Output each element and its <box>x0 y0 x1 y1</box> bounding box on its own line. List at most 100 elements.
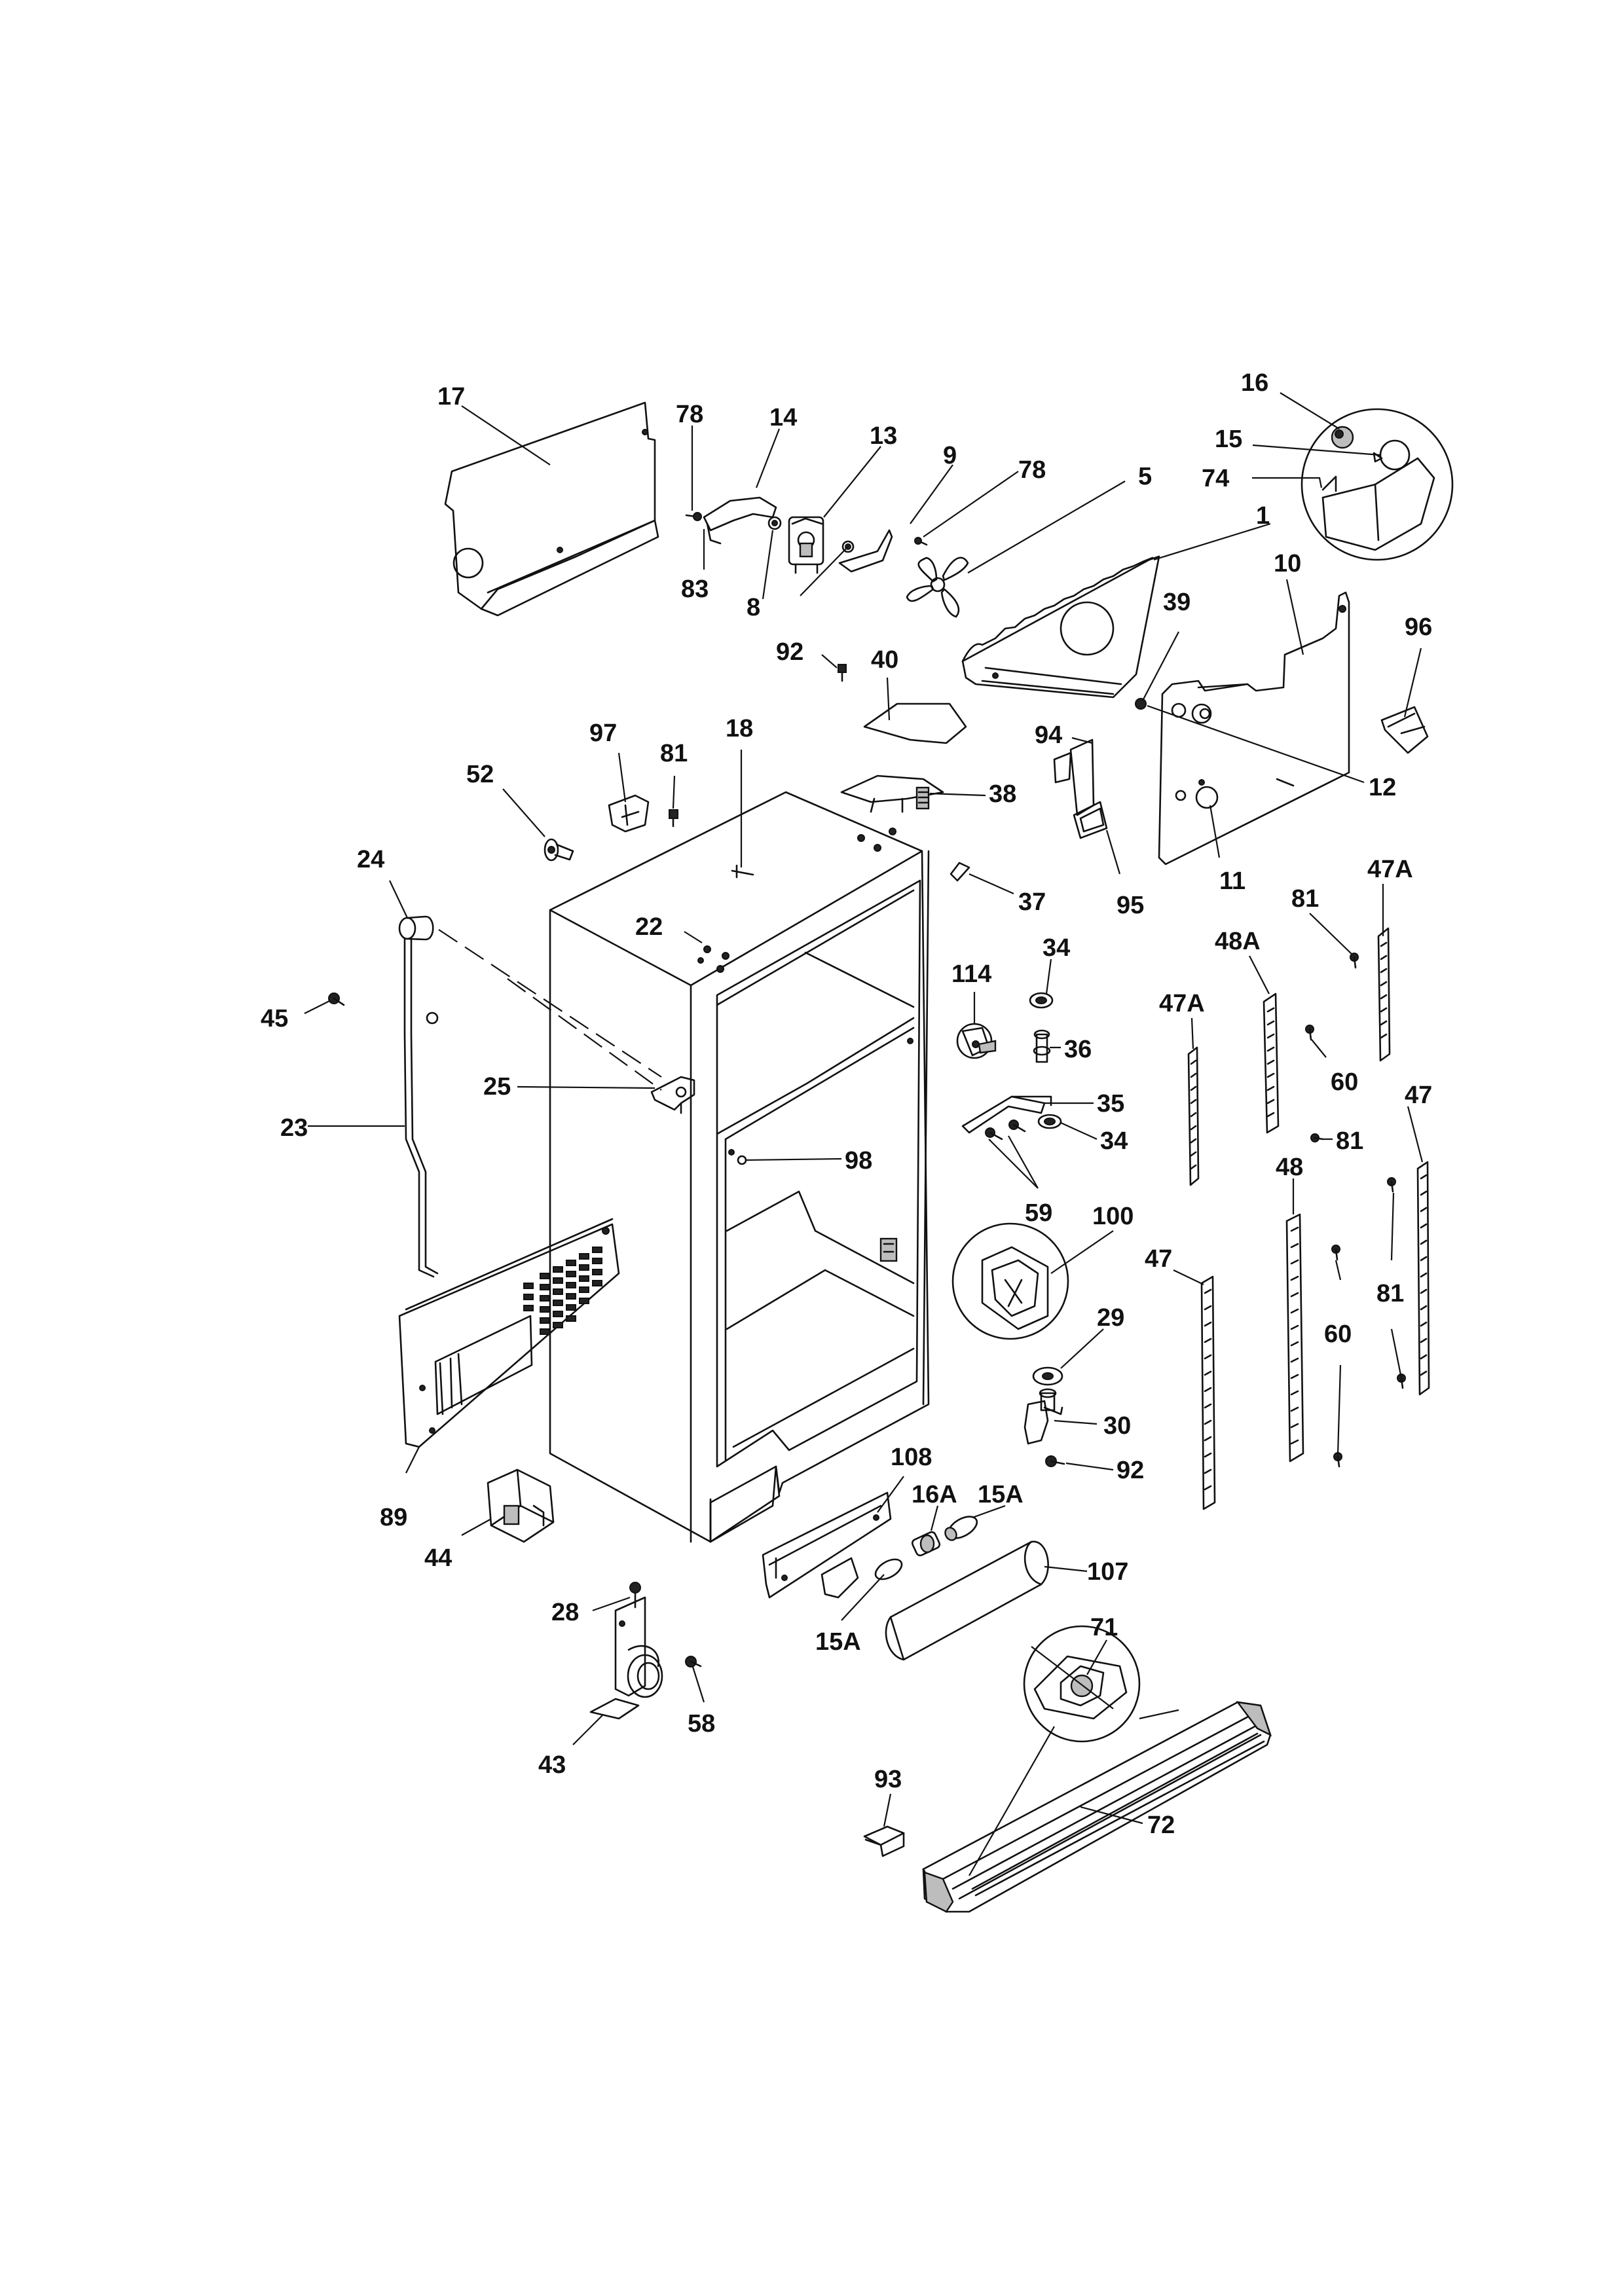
callout-72: 72 <box>1147 1812 1175 1839</box>
leader-lines <box>304 392 1424 1876</box>
callout-94: 94 <box>1035 721 1062 749</box>
part-58-screw <box>685 1656 702 1667</box>
leader-dash-25-cabinet <box>507 978 662 1091</box>
callout-60-b: 60 <box>1324 1321 1352 1348</box>
callout-22: 22 <box>635 913 663 941</box>
callout-97: 97 <box>589 720 617 747</box>
part-47-ladder-right <box>1416 1161 1430 1396</box>
callout-18: 18 <box>726 715 753 742</box>
part-78-screw <box>685 512 702 521</box>
callout-81: 81 <box>660 740 688 767</box>
callout-47-b: 47 <box>1145 1245 1172 1273</box>
leader-dash-24-25 <box>438 929 662 1078</box>
callout-17: 17 <box>437 383 465 410</box>
part-24-bushing <box>398 915 434 941</box>
part-81-screw-d <box>1397 1374 1406 1389</box>
callout-23: 23 <box>280 1114 308 1142</box>
part-37-clip <box>950 862 970 882</box>
part-39-screw <box>1135 698 1147 710</box>
callout-15A: 15A <box>978 1481 1024 1508</box>
part-23-door-rod <box>403 938 439 1278</box>
callout-108: 108 <box>891 1444 932 1471</box>
callout-13: 13 <box>870 422 897 450</box>
callout-10: 10 <box>1274 550 1301 577</box>
callout-47A: 47A <box>1367 856 1413 883</box>
callout-45: 45 <box>261 1005 288 1032</box>
callout-25: 25 <box>483 1073 511 1101</box>
callout-30: 30 <box>1103 1412 1131 1440</box>
callout-35: 35 <box>1097 1090 1124 1118</box>
part-18-screw <box>731 864 754 879</box>
part-47-ladder-left <box>1200 1275 1216 1510</box>
callout-38: 38 <box>989 780 1016 808</box>
part-92-screw-top <box>838 664 847 682</box>
part-114-control <box>956 1023 997 1059</box>
callout-28: 28 <box>551 1599 579 1626</box>
callout-16: 16 <box>1241 369 1268 397</box>
callout-47: 47 <box>1405 1082 1432 1109</box>
part-93-clip <box>863 1825 905 1857</box>
callout-44: 44 <box>424 1544 452 1572</box>
part-17-rear-panel <box>444 401 659 617</box>
callout-114: 114 <box>951 960 991 988</box>
callout-89: 89 <box>380 1504 407 1531</box>
part-15A-bulb-left <box>874 1558 903 1580</box>
part-108-light-housing <box>762 1491 892 1599</box>
part-95-duct-cap <box>1073 801 1108 839</box>
callout-52: 52 <box>466 761 494 788</box>
callout-100: 100 <box>1092 1203 1134 1230</box>
callout-96: 96 <box>1405 613 1432 641</box>
callout-83: 83 <box>681 575 709 603</box>
callout-5: 5 <box>1138 463 1152 490</box>
callout-48: 48 <box>1276 1154 1303 1181</box>
callout-labels: 17 78 14 13 9 78 5 16 15 74 83 8 1 10 39… <box>261 369 1432 1839</box>
part-48-ladder <box>1285 1213 1304 1463</box>
part-36-hinge-pin <box>1033 1029 1051 1063</box>
part-5-fan-blade <box>906 556 969 618</box>
callout-43: 43 <box>538 1751 566 1779</box>
part-45-screw <box>328 993 345 1006</box>
callout-95: 95 <box>1116 892 1144 919</box>
part-81-screw-a <box>1350 953 1359 969</box>
part-71-detail-circle <box>1023 1625 1141 1743</box>
part-96-clip <box>1380 706 1429 754</box>
part-14-bracket <box>703 496 777 545</box>
callout-74: 74 <box>1202 465 1229 492</box>
callout-39: 39 <box>1163 589 1190 616</box>
callout-98: 98 <box>845 1147 872 1175</box>
callout-78-b: 78 <box>1018 456 1046 484</box>
part-16A-socket <box>911 1531 941 1557</box>
callout-47A-b: 47A <box>1159 990 1205 1017</box>
part-44-box <box>487 1468 555 1543</box>
part-8-washers <box>767 516 855 553</box>
callout-93: 93 <box>874 1766 902 1793</box>
callout-34-b: 34 <box>1100 1127 1128 1155</box>
part-97-bracket <box>608 794 650 833</box>
callout-8: 8 <box>747 594 760 621</box>
part-100-detail-circle <box>879 1222 1069 1340</box>
part-94-duct <box>1053 738 1095 816</box>
callout-107: 107 <box>1087 1558 1128 1586</box>
callout-14: 14 <box>769 404 797 431</box>
part-1-evaporator-cover <box>961 555 1160 699</box>
part-15A-bulb-right <box>944 1516 978 1541</box>
part-34-washer-top <box>1029 992 1054 1009</box>
callout-81-c: 81 <box>1336 1127 1363 1155</box>
callout-9: 9 <box>943 442 957 469</box>
grille-slots <box>523 1247 602 1335</box>
part-72-kickplate <box>922 1701 1272 1913</box>
part-10-back-plate <box>1158 591 1350 866</box>
part-47A-ladder-left <box>1187 1046 1200 1186</box>
callout-37: 37 <box>1018 888 1046 916</box>
part-43-roller-assembly <box>589 1596 663 1720</box>
callout-71: 71 <box>1090 1614 1118 1641</box>
callout-59: 59 <box>1025 1199 1052 1227</box>
callout-81-d: 81 <box>1376 1280 1404 1307</box>
part-81-screw-top <box>669 809 678 828</box>
callout-78: 78 <box>676 401 703 428</box>
part-59-screws <box>985 1120 1026 1140</box>
callout-92-b: 92 <box>1116 1457 1144 1484</box>
part-81-screw-c <box>1387 1177 1396 1193</box>
callout-15A-b: 15A <box>815 1628 861 1656</box>
part-28-screw <box>629 1582 641 1609</box>
